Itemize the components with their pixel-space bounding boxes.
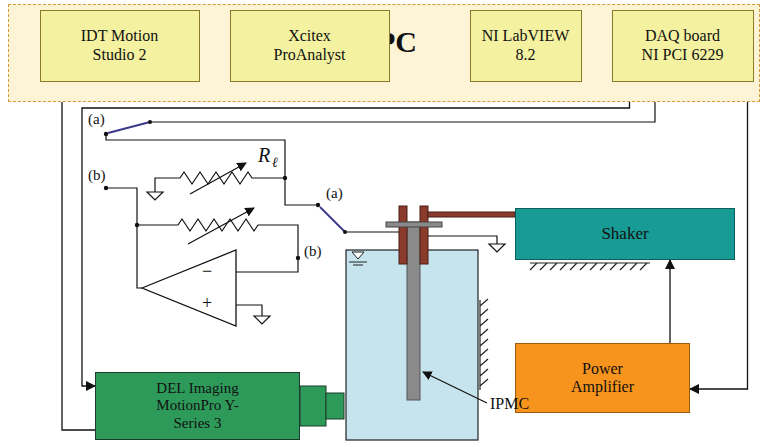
water-level-lines xyxy=(349,262,367,265)
circuit-wire xyxy=(106,188,142,288)
switch-position: (a) xyxy=(88,112,105,127)
switch-position: (b) xyxy=(304,244,322,259)
opamp-input-sign: − xyxy=(202,262,212,280)
switch-contact xyxy=(296,256,300,260)
amplifier-box: Power Amplifier xyxy=(515,343,690,413)
pc-region: PCIDT Motion Studio 2Xcitex ProAnalystNI… xyxy=(8,4,760,102)
resistor-subscript: ℓ xyxy=(272,156,278,170)
box-label: DAQ board NI PCI 6229 xyxy=(638,27,728,64)
box-label: Shaker xyxy=(601,224,648,244)
camera-lens xyxy=(326,393,344,419)
wall-hatch xyxy=(480,299,488,390)
ground-symbol xyxy=(254,316,270,324)
opamp-input-sign: + xyxy=(202,294,212,312)
ground-symbol xyxy=(147,192,163,200)
resistor-symbol-name: R xyxy=(258,145,270,165)
connector-arrow xyxy=(669,260,670,343)
switch-blade xyxy=(108,122,150,133)
switch-contact xyxy=(316,203,320,207)
shaker-box: Shaker xyxy=(515,208,735,260)
clamp-bar xyxy=(386,222,442,227)
resistor-symbol xyxy=(155,172,285,192)
connector-arrow xyxy=(62,82,95,431)
camera-lens xyxy=(300,386,326,426)
shaker-base-hatch xyxy=(530,263,650,270)
variable-arrow xyxy=(188,208,254,244)
water-level-symbol xyxy=(352,252,364,259)
electrode-wire xyxy=(345,231,399,232)
switch-position: (b) xyxy=(88,168,106,183)
leader-line xyxy=(423,372,487,403)
opamp-symbol xyxy=(142,250,236,326)
box-label: DEL Imaging MotionPro Y-Series 3 xyxy=(150,380,245,432)
circuit-wire xyxy=(236,305,262,316)
box-label: Power Amplifier xyxy=(563,360,643,397)
junction-dot xyxy=(283,176,287,180)
box-label: Xcitex ProAnalyst xyxy=(260,27,360,64)
software-box: IDT Motion Studio 2 xyxy=(40,10,200,82)
software-box: NI LabVIEW 8.2 xyxy=(470,10,582,82)
circuit-wire xyxy=(106,134,318,205)
variable-arrow xyxy=(190,163,246,194)
software-box: Xcitex ProAnalyst xyxy=(230,10,390,82)
switch-contact xyxy=(148,120,152,124)
ipmc-strip xyxy=(407,222,420,400)
ground-wire xyxy=(428,236,497,244)
daq-box: DAQ board NI PCI 6229 xyxy=(612,10,754,82)
part-name: IPMC xyxy=(490,396,529,412)
junction-dot xyxy=(135,223,139,227)
shaker-rod xyxy=(428,212,515,217)
box-label: NI LabVIEW 8.2 xyxy=(478,27,573,64)
clamp-plate xyxy=(420,206,428,264)
switch-blade xyxy=(320,207,345,232)
box-label: IDT Motion Studio 2 xyxy=(61,27,179,64)
switch-position: (a) xyxy=(326,186,343,201)
clamp-plate xyxy=(399,206,407,264)
ground-symbol xyxy=(489,244,505,252)
camera-box: DEL Imaging MotionPro Y-Series 3 xyxy=(95,372,300,440)
